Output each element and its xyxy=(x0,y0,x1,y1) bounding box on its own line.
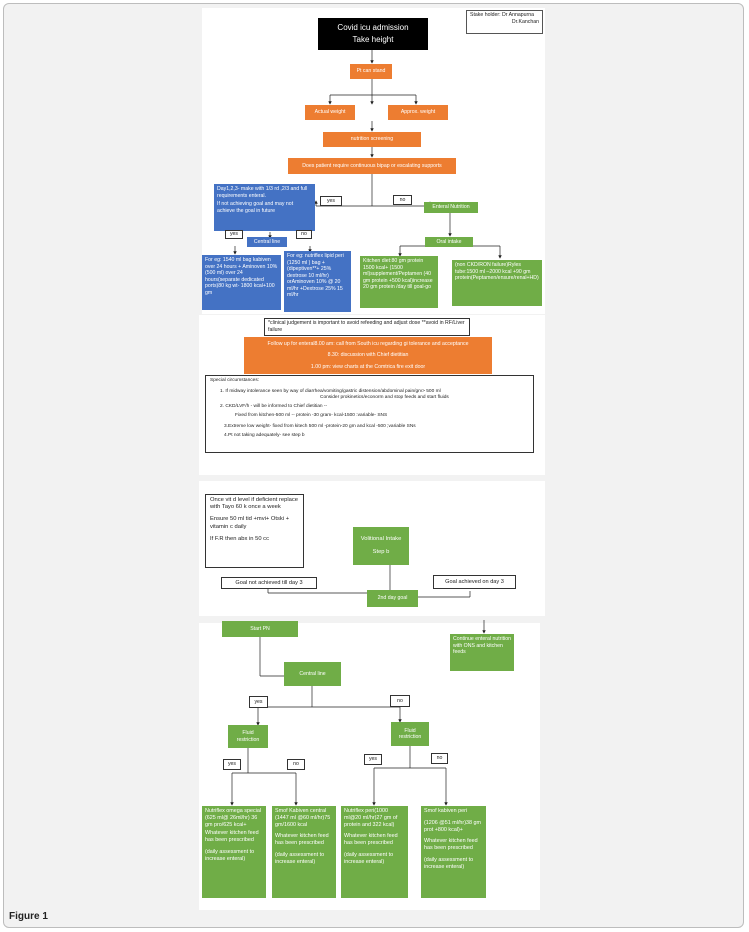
volitional-intake-box: Volitional Intake Step b xyxy=(353,527,409,565)
goal-achieved-box: Goal achieved on day 3 xyxy=(433,575,516,589)
actual-weight-box: Actual weight xyxy=(305,105,355,120)
box2-line3: (daily assessment to increase enteral) xyxy=(275,851,325,865)
central-line-box-2: Central line xyxy=(284,662,341,686)
fluid-restriction-left-box: Fluid restriction xyxy=(228,725,268,748)
kitchen-diet-box: Kitchen diet:80 gm protein 1500 kcal+ (1… xyxy=(360,256,438,308)
nutriflex-box: For eg: nutriflex lipid peri (1250 ml ) … xyxy=(284,251,351,312)
box2-line1: Smof Kabiven central (1447 ml @60 ml/hr)… xyxy=(275,808,331,828)
special-item1b: Consider prokinetics/econorm and stop fe… xyxy=(320,394,449,400)
followup-line3: 1.00 pm: view charts at the Comtrica fir… xyxy=(310,363,426,370)
box4-line2: (1206 @51 ml/hr)38 gm prot +800 kcal)+ xyxy=(424,819,482,833)
yes-label-right: yes xyxy=(364,754,382,765)
box4-line1: Smof kabiven peri xyxy=(424,808,468,814)
second-day-goal-box: 2nd day goal xyxy=(367,590,418,607)
stakeholder-line1: Stake holder: Dr Annapurna xyxy=(470,12,535,18)
special-item3: 3.Extreme low weight- fixed from kitech … xyxy=(224,423,416,429)
special-item2b: Fixed from kitchen-500 ml -- protein -30… xyxy=(235,412,388,418)
special-item4: 4.Pt not taking adequately- see step b xyxy=(224,432,305,438)
no-label-right: no xyxy=(431,753,448,764)
vitd-line3: If F.R then abx in 50 cc xyxy=(210,535,269,542)
box3-line2: Whatever kitchen feed has been prescribe… xyxy=(344,833,398,846)
pt-can-stand-box: Pt can stand xyxy=(350,64,392,79)
vitd-line2: Ensure 50 ml tid +mvi+ Otski + vitamin c… xyxy=(210,516,290,530)
box4-line3: Whatever kitchen feed has been prescribe… xyxy=(424,838,478,851)
central-line-box: Central line xyxy=(247,237,287,247)
title-box: Covid icu admission Take height xyxy=(318,18,428,50)
vitd-box: Once vit d level if deficient replace wi… xyxy=(205,494,304,568)
followup-line1: Follow up for enteral8.00 am: call from … xyxy=(267,340,469,347)
title-line2: Take height xyxy=(352,35,394,44)
title-line1: Covid icu admission xyxy=(337,23,409,32)
box2-line2: Whatever kitchen feed has been prescribe… xyxy=(275,833,329,846)
approx-weight-box: Approx. weight xyxy=(388,105,448,120)
yes-label-p4: yes xyxy=(249,696,268,708)
vitd-line1: Once vit d level if deficient replace wi… xyxy=(210,497,298,511)
nutrition-screening-box: nutrition screening xyxy=(323,132,421,147)
fluid-restriction-right-box: Fluid restriction xyxy=(391,722,429,746)
yes-label: yes xyxy=(320,196,342,206)
special-circumstances-box: Special circumstances: 1. If midway into… xyxy=(205,375,534,453)
volitional-line2: Step b xyxy=(372,549,390,555)
box4-line4: (daily assessment to increase enteral) xyxy=(424,856,474,870)
goal-not-achieved-box: Goal not achieved till day 3 xyxy=(221,577,317,589)
special-heading: Special circumstances: xyxy=(210,378,260,383)
yes-label-left: yes xyxy=(223,759,241,770)
nutriflex-omega-box: Nutriflex omega special (625 ml@ 26ml/hr… xyxy=(202,806,266,898)
no-label-2: no xyxy=(296,230,312,239)
non-ckd-box: (non CKD/RON failure)Ryles tube:1500 ml … xyxy=(452,260,542,306)
box1-line3: (daily assessment to increase enteral) xyxy=(205,848,255,862)
judgement-box: *clinical judgement is important to avoi… xyxy=(264,318,470,336)
day123-line2: If not achieving goal and may not achiev… xyxy=(217,201,294,214)
no-label: no xyxy=(393,195,412,205)
special-item2a: 2. CKD/LVF/h - will be informed to Chief… xyxy=(220,403,328,409)
stakeholder-box: Stake holder: Dr Annapurna Dr.Kanchan xyxy=(466,10,543,34)
start-pn-box: Start PN xyxy=(222,621,298,637)
nutriflex-peri-box: Nutriflex peri(1000 ml@20 ml/hr)27 gm of… xyxy=(341,806,408,898)
box1-line1: Nutriflex omega special (625 ml@ 26ml/hr… xyxy=(205,808,262,828)
oral-intake-box: Oral intake xyxy=(425,237,473,247)
smof-kabiven-central-box: Smof Kabiven central (1447 ml @60 ml/hr)… xyxy=(272,806,336,898)
smof-kabiven-peri-box: Smof kabiven peri (1206 @51 ml/hr)38 gm … xyxy=(421,806,486,898)
kabiven-box: For eg: 1540 ml bag kabiven over 24 hour… xyxy=(202,255,281,310)
special-item1a: 1. If midway intolerance seen by way of … xyxy=(220,388,441,394)
day123-box: Day1,2,3- make with 1/3 rd ,2/3 and full… xyxy=(214,184,315,231)
box3-line1: Nutriflex peri(1000 ml@20 ml/hr)27 gm of… xyxy=(344,808,398,828)
enteral-nutrition-box: Enteral Nutrition xyxy=(424,202,478,213)
followup-box: Follow up for enteral8.00 am: call from … xyxy=(244,337,492,374)
continue-enteral-box: Continue enteral nutrition with ONS and … xyxy=(450,634,514,671)
figure-caption: Figure 1 xyxy=(9,911,48,922)
followup-line2: 8.30: discussion with Chief dietitian xyxy=(327,352,409,359)
question-box: Does patient require continuous bipap or… xyxy=(288,158,456,174)
no-label-left: no xyxy=(287,759,305,770)
day123-line1: Day1,2,3- make with 1/3 rd ,2/3 and full… xyxy=(217,186,308,199)
stakeholder-line2: Dr.Kanchan xyxy=(511,18,539,25)
no-label-p4: no xyxy=(390,695,410,707)
yes-label-2: yes xyxy=(225,230,243,239)
volitional-line1: Volitional Intake xyxy=(360,535,402,542)
box3-line3: (daily assessment to increase enteral) xyxy=(344,851,394,865)
box1-line2: Whatever kitchen feed has been prescribe… xyxy=(205,830,259,843)
